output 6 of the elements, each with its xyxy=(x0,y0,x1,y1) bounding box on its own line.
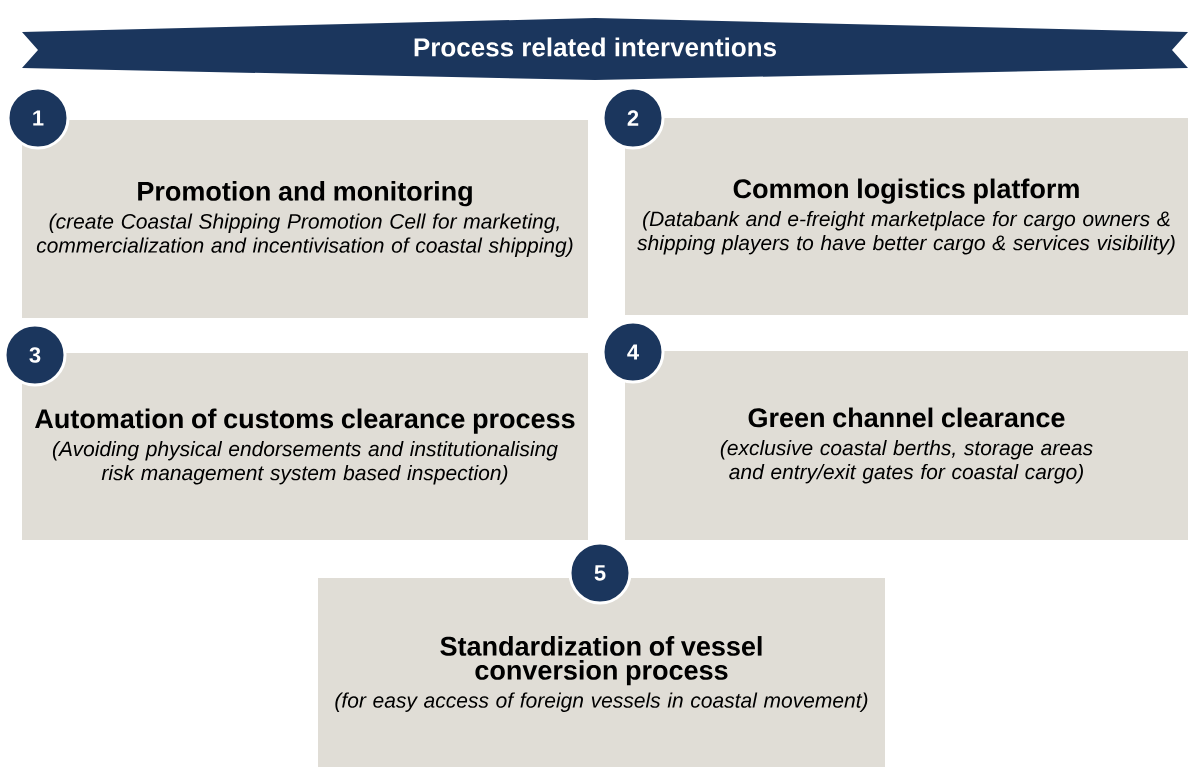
banner: Process related interventions xyxy=(22,18,1188,80)
number-badge: 4 xyxy=(601,320,665,384)
number-badge: 2 xyxy=(601,86,665,150)
number-badge: 1 xyxy=(6,86,70,150)
number-badge: 3 xyxy=(3,323,67,387)
number-badge: 5 xyxy=(568,541,632,605)
